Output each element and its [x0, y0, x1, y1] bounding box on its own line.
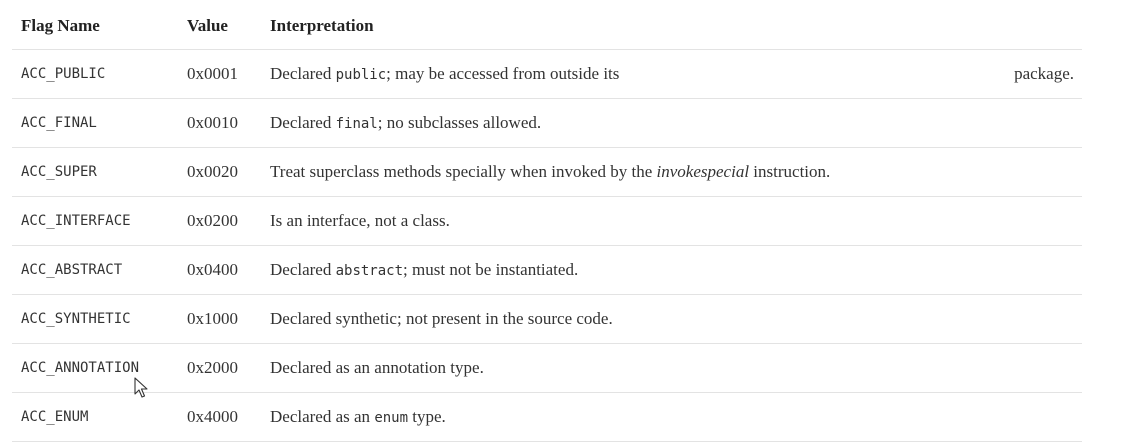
interpretation-trailing-text: package.: [1014, 64, 1074, 83]
flag-value-cell: 0x0400: [187, 260, 238, 279]
flag-value-cell: 0x1000: [187, 309, 238, 328]
flag-value-cell: 0x4000: [187, 407, 238, 426]
interpretation-text: Declared: [270, 260, 336, 279]
flag-name-cell: ACC_ANNOTATION: [21, 360, 140, 376]
interpretation-cell: Treat superclass methods specially when …: [270, 148, 1074, 196]
flag-name-cell: ACC_SYNTHETIC: [21, 311, 131, 327]
interpretation-text: instruction.: [749, 162, 831, 181]
interpretation-text: Declared: [270, 113, 336, 132]
interpretation-cell: Declared final; no subclasses allowed.: [270, 99, 1074, 148]
interpretation-text: Treat superclass methods specially when …: [270, 162, 657, 181]
interpretation-cell: Declared public; may be accessed from ou…: [270, 50, 1074, 99]
interpretation-text: Declared as an annotation type.: [270, 358, 484, 377]
flag-name-cell: ACC_SUPER: [21, 164, 97, 180]
flag-value-cell: 0x0001: [187, 64, 238, 83]
flag-value-cell: 0x0200: [187, 211, 238, 230]
table-row: ACC_SYNTHETIC 0x1000 Declared synthetic; n…: [12, 295, 1082, 344]
table-row: ACC_ENUM 0x4000 Declared as an enum type.: [12, 393, 1082, 442]
emphasis-text: invokespecial: [656, 162, 750, 181]
interpretation-text: ; no subclasses allowed.: [377, 113, 542, 132]
interpretation-cell: Declared abstract; must not be instantia…: [270, 246, 1074, 295]
inline-code: enum: [374, 410, 409, 426]
interpretation-text: ; must not be instantiated.: [403, 260, 579, 279]
interpretation-cell: Is an interface, not a class.: [270, 197, 1074, 245]
interpretation-cell: Declared as an enum type.: [270, 393, 1074, 442]
mouse-cursor-icon: [134, 377, 148, 398]
interpretation-text: type.: [408, 407, 446, 426]
inline-code: final: [335, 116, 378, 132]
flag-value-cell: 0x2000: [187, 358, 238, 377]
interpretation-cell: Declared synthetic; not present in the s…: [270, 295, 1074, 343]
flag-name-cell: ACC_ABSTRACT: [21, 262, 123, 278]
table-row: ACC_SUPER 0x0020 Treat superclass methods …: [12, 148, 1082, 197]
table-row: ACC_FINAL 0x0010 Declared final; no subcla…: [12, 99, 1082, 148]
header-value: Value: [187, 16, 228, 35]
header-flag-name: Flag Name: [21, 16, 100, 35]
table-header-row: Flag Name Value Interpretation: [12, 0, 1082, 50]
flag-name-cell: ACC_ENUM: [21, 409, 89, 425]
inline-code: abstract: [335, 263, 404, 279]
flag-value-cell: 0x0010: [187, 113, 238, 132]
interpretation-text: ; may be accessed from outside its: [386, 64, 620, 83]
interpretation-text: Declared as an: [270, 407, 375, 426]
flag-name-cell: ACC_INTERFACE: [21, 213, 131, 229]
table-row: ACC_INTERFACE 0x0200 Is an interface, not …: [12, 197, 1082, 246]
interpretation-text: Declared: [270, 64, 336, 83]
table-row: ACC_PUBLIC 0x0001 Declared public; may be …: [12, 50, 1082, 99]
table-row: ACC_ANNOTATION 0x2000 Declared as an annot…: [12, 344, 1082, 393]
table-row: ACC_ABSTRACT 0x0400 Declared abstract; mus…: [12, 246, 1082, 295]
access-flags-table: Flag Name Value Interpretation ACC_PUBLI…: [12, 0, 1082, 442]
interpretation-text: Declared synthetic; not present in the s…: [270, 309, 613, 328]
flag-name-cell: ACC_FINAL: [21, 115, 97, 131]
header-interpretation: Interpretation: [270, 16, 374, 35]
inline-code: public: [335, 67, 387, 83]
flag-name-cell: ACC_PUBLIC: [21, 66, 106, 82]
flag-value-cell: 0x0020: [187, 162, 238, 181]
interpretation-text: Is an interface, not a class.: [270, 211, 450, 230]
interpretation-cell: Declared as an annotation type.: [270, 344, 1074, 392]
